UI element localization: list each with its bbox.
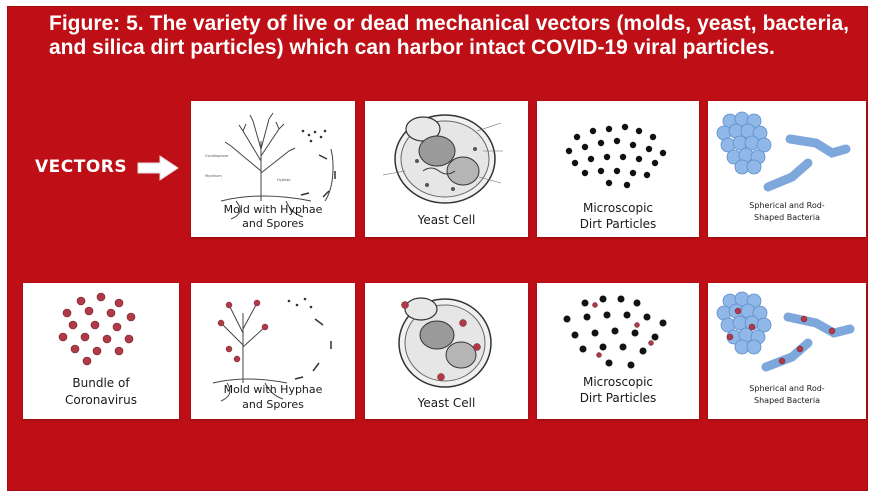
card-caption-line1: Yeast Cell bbox=[365, 213, 528, 227]
vectors-label: VECTORS bbox=[35, 157, 127, 177]
card-coronavirus: Bundle of Coronavirus bbox=[23, 283, 179, 419]
card-mold-infected: Mold with Hyphae and Spores bbox=[191, 283, 355, 419]
card-dirt: Microscopic Dirt Particles bbox=[537, 101, 699, 237]
card-caption-line2: Dirt Particles bbox=[537, 216, 699, 232]
card-yeast: Yeast Cell bbox=[365, 101, 528, 237]
card-caption-line1: Yeast Cell bbox=[365, 396, 528, 410]
card-caption-line1: Mold with Hyphae bbox=[191, 382, 355, 397]
svg-text:Hyphae: Hyphae bbox=[277, 178, 290, 182]
card-caption-line2: Dirt Particles bbox=[537, 390, 699, 406]
card-yeast-infected: Yeast Cell bbox=[365, 283, 528, 419]
card-bacteria: Spherical and Rod- Shaped Bacteria bbox=[708, 101, 866, 237]
card-caption-line1: Spherical and Rod- bbox=[708, 383, 866, 395]
svg-text:Conidiophore: Conidiophore bbox=[205, 154, 228, 158]
card-caption-line1: Spherical and Rod- bbox=[708, 200, 866, 212]
svg-text:Mycelium: Mycelium bbox=[205, 174, 222, 178]
card-caption-line2: Shaped Bacteria bbox=[708, 395, 866, 407]
card-caption-line2: Shaped Bacteria bbox=[708, 212, 866, 224]
card-caption-line2: and Spores bbox=[191, 217, 355, 231]
card-dirt-infected: Microscopic Dirt Particles bbox=[537, 283, 699, 419]
right-arrow-icon bbox=[136, 154, 180, 182]
card-bacteria-infected: Spherical and Rod- Shaped Bacteria bbox=[708, 283, 866, 419]
card-caption-line2: and Spores bbox=[191, 397, 355, 412]
card-caption-line2: Coronavirus bbox=[23, 392, 179, 409]
card-caption-line1: Microscopic bbox=[537, 374, 699, 390]
figure-title: Figure: 5. The variety of live or dead m… bbox=[49, 12, 849, 60]
card-caption-line1: Bundle of bbox=[23, 375, 179, 392]
card-caption-line1: Microscopic bbox=[537, 200, 699, 216]
card-caption-line1: Mold with Hyphae bbox=[191, 203, 355, 217]
